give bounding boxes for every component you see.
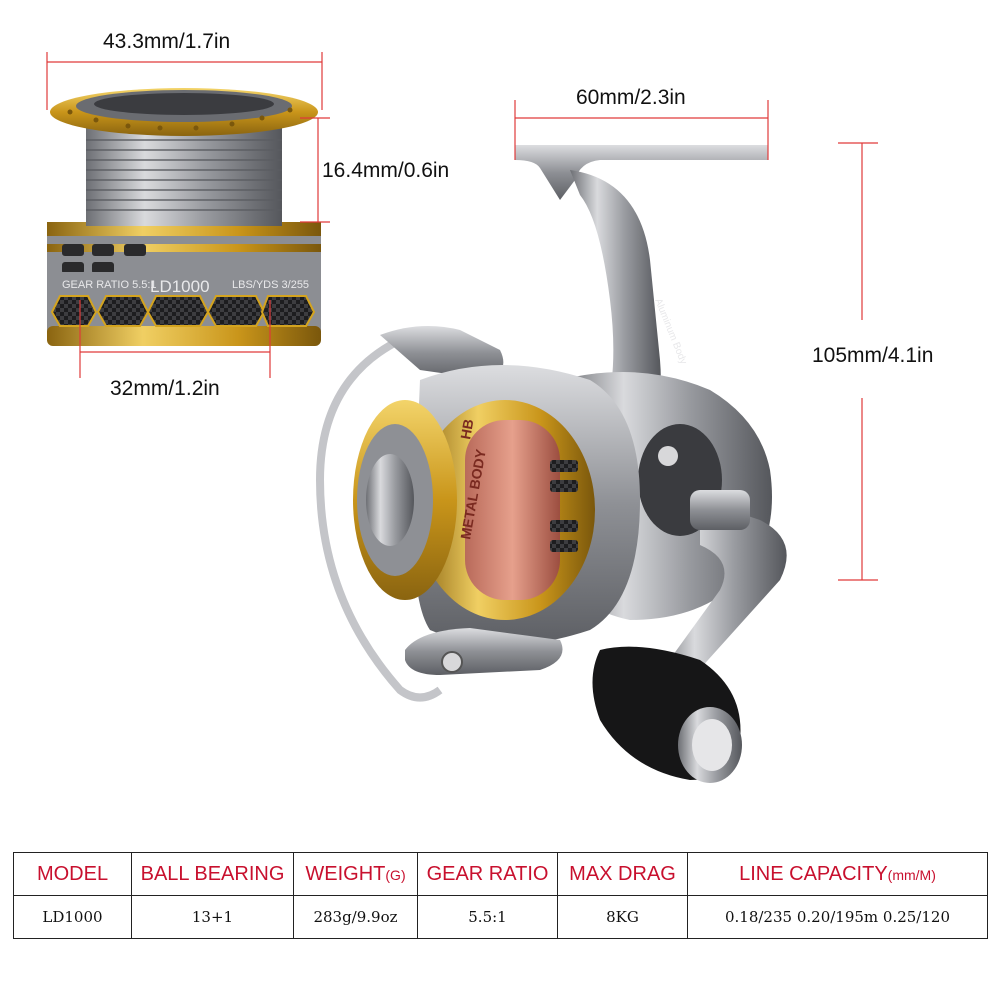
bail-wire xyxy=(315,336,443,702)
specs-header-row: MODEL BALL BEARING WEIGHT(G) GEAR RATIO … xyxy=(13,852,988,896)
spool-width-label: 43.3mm/1.7in xyxy=(103,30,231,53)
handle-knob xyxy=(592,646,742,783)
specs-table: MODEL BALL BEARING WEIGHT(G) GEAR RATIO … xyxy=(13,852,988,939)
reel-foot xyxy=(515,145,768,200)
header-ball-bearing: BALL BEARING xyxy=(131,852,294,896)
foot-length-label: 60mm/2.3in xyxy=(576,86,686,109)
cell-max-drag: 8KG xyxy=(557,895,688,939)
cell-model: LD1000 xyxy=(13,895,132,939)
table-row: LD1000 13+1 283g/9.9oz 5.5:1 8KG 0.18/23… xyxy=(13,895,988,939)
spool-base-label: 32mm/1.2in xyxy=(110,377,220,400)
spool-model-engraving: LD1000 xyxy=(150,277,210,296)
spinning-reel-image: Aluminum Body METAL BODY HB xyxy=(315,145,787,783)
spool-gear-ratio-engraving: GEAR RATIO 5.5:1 xyxy=(62,279,157,291)
reel-height-label: 105mm/4.1in xyxy=(812,344,934,367)
spool-side-engraving: HB xyxy=(457,418,476,441)
spare-spool-image: GEAR RATIO 5.5:1 LD1000 LBS/YDS 3/255 xyxy=(47,88,321,346)
dimension-lines xyxy=(46,52,878,581)
header-weight: WEIGHT(G) xyxy=(293,852,418,896)
cell-line-capacity: 0.18/235 0.20/195m 0.25/120 xyxy=(687,895,988,939)
header-line-capacity-unit: (mm/M) xyxy=(887,866,936,883)
header-weight-unit: (G) xyxy=(385,866,406,883)
cell-weight: 283g/9.9oz xyxy=(293,895,418,939)
handle-arm xyxy=(655,500,787,688)
header-max-drag: MAX DRAG xyxy=(557,852,688,896)
spool-capacity-engraving: LBS/YDS 3/255 xyxy=(232,279,309,291)
cell-ball-bearing: 13+1 xyxy=(131,895,294,939)
spool-carbon-windows xyxy=(50,295,316,327)
header-line-capacity: LINE CAPACITY(mm/M) xyxy=(687,852,988,896)
reel-stem xyxy=(570,170,661,440)
header-gear-ratio: GEAR RATIO xyxy=(417,852,558,896)
cell-gear-ratio: 5.5:1 xyxy=(417,895,558,939)
spool-height-label: 16.4mm/0.6in xyxy=(322,159,450,182)
header-model: MODEL xyxy=(13,852,132,896)
